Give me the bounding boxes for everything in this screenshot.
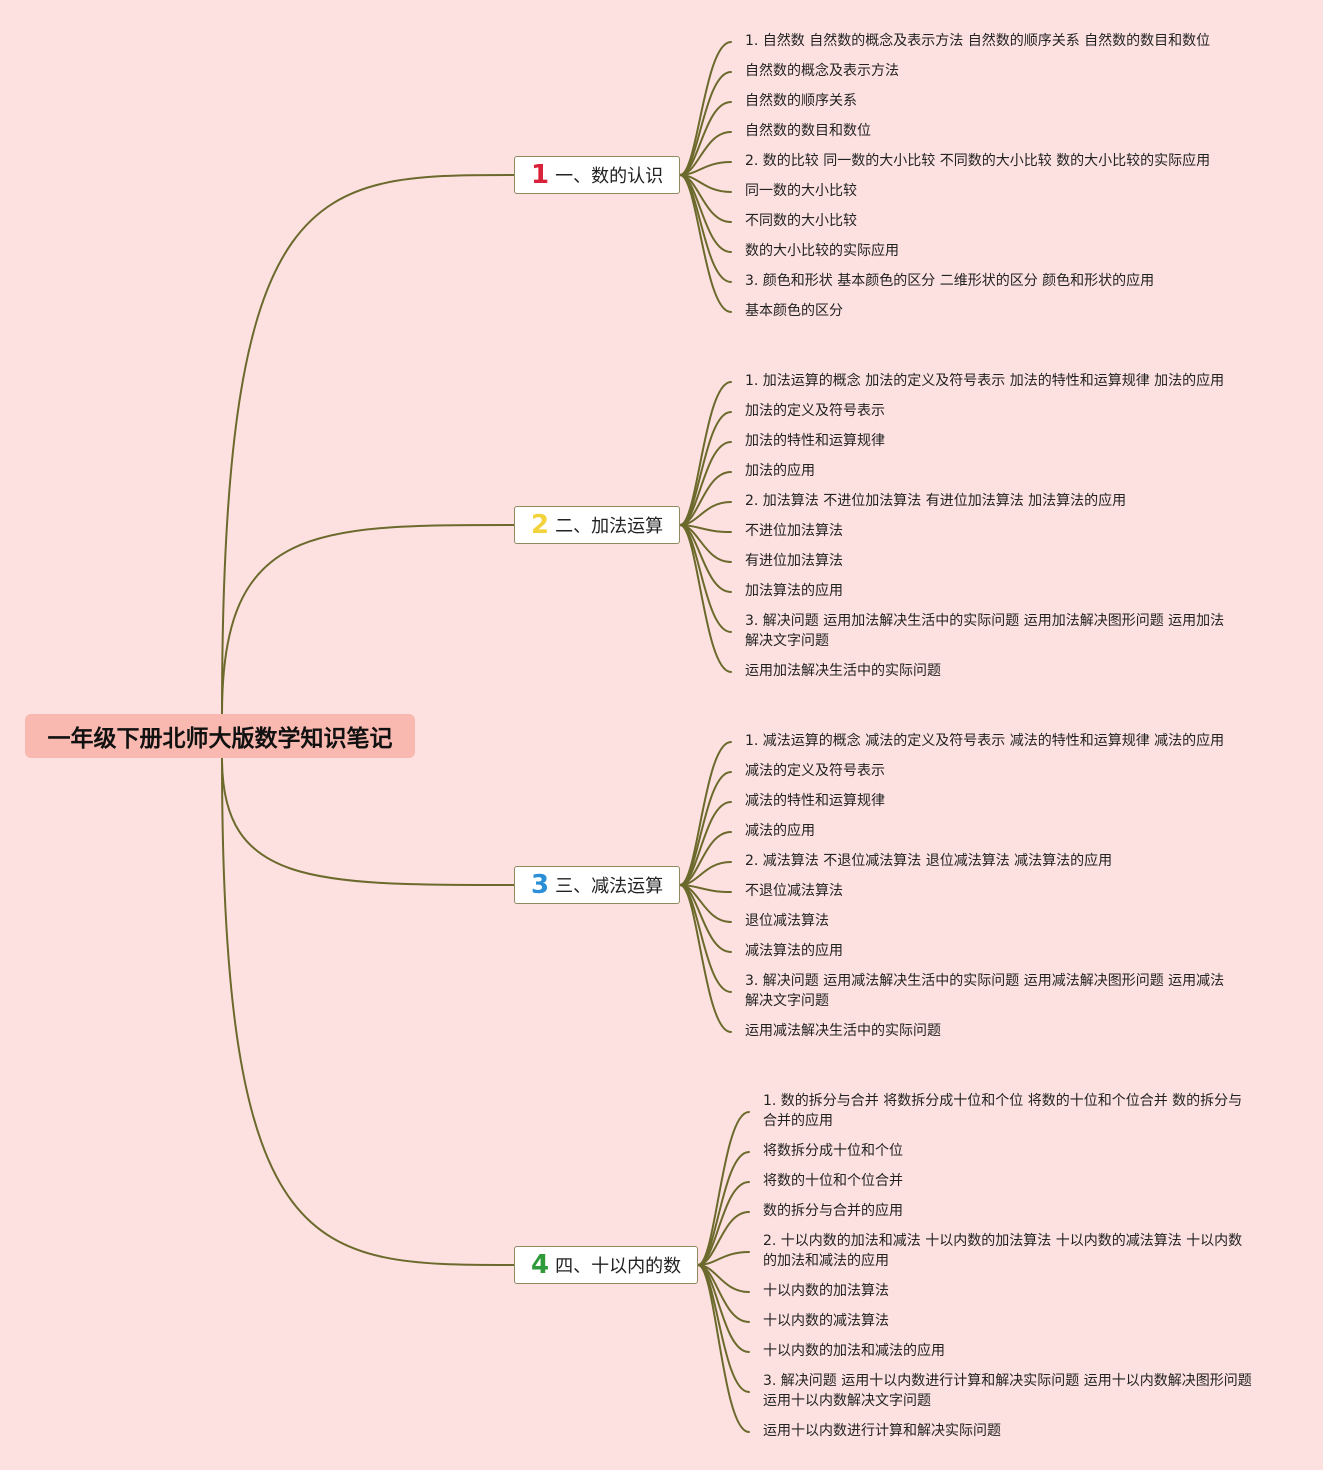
leaf-topic: 退位减法算法	[745, 913, 829, 929]
leaf-topic: 3. 解决问题 运用减法解决生活中的实际问题 运用减法解决图形问题 运用减法解决…	[745, 973, 1225, 1009]
leaf-connector	[679, 441, 732, 526]
root-branch-connector	[221, 174, 515, 715]
leaf-connector	[679, 174, 732, 313]
leaf-topic: 减法算法的应用	[745, 943, 843, 959]
leaf-connector	[679, 411, 732, 526]
leaf-connector	[679, 771, 732, 886]
number-2-icon: 2	[531, 510, 550, 540]
leaf-topic: 十以内数的加法算法	[763, 1283, 889, 1299]
leaf-topic: 2. 数的比较 同一数的大小比较 不同数的大小比较 数的大小比较的实际应用	[745, 153, 1211, 169]
leaf-connector	[697, 1264, 750, 1393]
leaf-topic: 3. 颜色和形状 基本颜色的区分 二维形状的区分 颜色和形状的应用	[745, 273, 1155, 289]
leaf-topic: 数的拆分与合并的应用	[763, 1203, 903, 1219]
branch-label: 一、数的认识	[555, 166, 664, 187]
branch-label: 四、十以内的数	[555, 1256, 682, 1277]
branch-label: 二、加法运算	[555, 516, 664, 537]
leaf-topic: 减法的应用	[745, 823, 815, 839]
root-branch-connector	[221, 524, 515, 715]
leaf-connector	[697, 1181, 750, 1266]
leaf-topic: 加法算法的应用	[745, 583, 843, 599]
leaf-topic: 不进位加法算法	[745, 523, 843, 539]
leaf-connector	[679, 801, 732, 886]
leaf-topic: 1. 自然数 自然数的概念及表示方法 自然数的顺序关系 自然数的数目和数位	[745, 33, 1211, 49]
leaf-topic: 减法的定义及符号表示	[745, 763, 885, 779]
leaf-topic: 运用加法解决生活中的实际问题	[745, 663, 941, 679]
leaf-topic: 运用减法解决生活中的实际问题	[745, 1023, 941, 1039]
leaf-topic: 有进位加法算法	[745, 553, 843, 569]
leaf-topic: 3. 解决问题 运用加法解决生活中的实际问题 运用加法解决图形问题 运用加法解决…	[745, 613, 1225, 649]
root-branch-connector	[221, 757, 515, 1266]
number-3-icon: 3	[531, 870, 550, 900]
leaf-topic: 将数的十位和个位合并	[763, 1173, 903, 1189]
leaf-topic: 1. 加法运算的概念 加法的定义及符号表示 加法的特性和运算规律 加法的应用	[745, 373, 1225, 389]
number-1-icon: 1	[531, 160, 550, 190]
leaf-topic: 十以内数的减法算法	[763, 1313, 889, 1329]
leaf-topic: 自然数的顺序关系	[745, 93, 857, 109]
leaf-topic: 加法的应用	[745, 463, 815, 479]
leaf-topic: 3. 解决问题 运用十以内数进行计算和解决实际问题 运用十以内数解决图形问题 运…	[763, 1373, 1252, 1409]
leaf-topic: 基本颜色的区分	[745, 303, 843, 319]
branch-topic-2: 2 二、加法运算	[514, 506, 680, 544]
leaf-topic: 不退位减法算法	[745, 883, 843, 899]
leaf-topic: 加法的定义及符号表示	[745, 403, 885, 419]
root-topic: 一年级下册北师大版数学知识笔记	[25, 714, 415, 758]
leaf-topic: 数的大小比较的实际应用	[745, 243, 899, 259]
leaf-topic: 2. 加法算法 不进位加法算法 有进位加法算法 加法算法的应用	[745, 493, 1127, 509]
leaf-topic: 减法的特性和运算规律	[745, 793, 885, 809]
leaf-topic: 加法的特性和运算规律	[745, 433, 885, 449]
leaf-topic: 1. 减法运算的概念 减法的定义及符号表示 减法的特性和运算规律 减法的应用	[745, 733, 1225, 749]
branch-topic-3: 3 三、减法运算	[514, 866, 680, 904]
leaf-topic: 1. 数的拆分与合并 将数拆分成十位和个位 将数的十位和个位合并 数的拆分与合并…	[763, 1093, 1243, 1129]
leaf-topic: 十以内数的加法和减法的应用	[763, 1343, 945, 1359]
leaf-connector	[679, 41, 732, 176]
leaf-topic: 自然数的概念及表示方法	[745, 63, 899, 79]
leaf-connector	[697, 1111, 750, 1266]
branch-label: 三、减法运算	[555, 876, 664, 897]
root-branch-connector	[221, 757, 515, 886]
leaf-topic: 不同数的大小比较	[745, 213, 857, 229]
leaf-topic: 同一数的大小比较	[745, 183, 857, 199]
leaf-topic: 将数拆分成十位和个位	[763, 1143, 903, 1159]
number-4-icon: 4	[531, 1250, 550, 1280]
root-title: 一年级下册北师大版数学知识笔记	[47, 726, 393, 752]
leaf-topic: 自然数的数目和数位	[745, 123, 871, 139]
leaf-connector	[679, 884, 732, 1033]
leaf-connector	[679, 524, 732, 673]
leaf-topic: 2. 十以内数的加法和减法 十以内数的加法算法 十以内数的减法算法 十以内数的加…	[763, 1233, 1243, 1269]
branch-topic-4: 4 四、十以内的数	[514, 1246, 698, 1284]
branch-topic-1: 1 一、数的认识	[514, 156, 680, 194]
leaf-connector	[697, 1264, 750, 1433]
leaf-topic: 运用十以内数进行计算和解决实际问题	[763, 1423, 1001, 1439]
leaf-connector	[679, 71, 732, 176]
leaf-topic: 2. 减法算法 不退位减法算法 退位减法算法 减法算法的应用	[745, 853, 1113, 869]
